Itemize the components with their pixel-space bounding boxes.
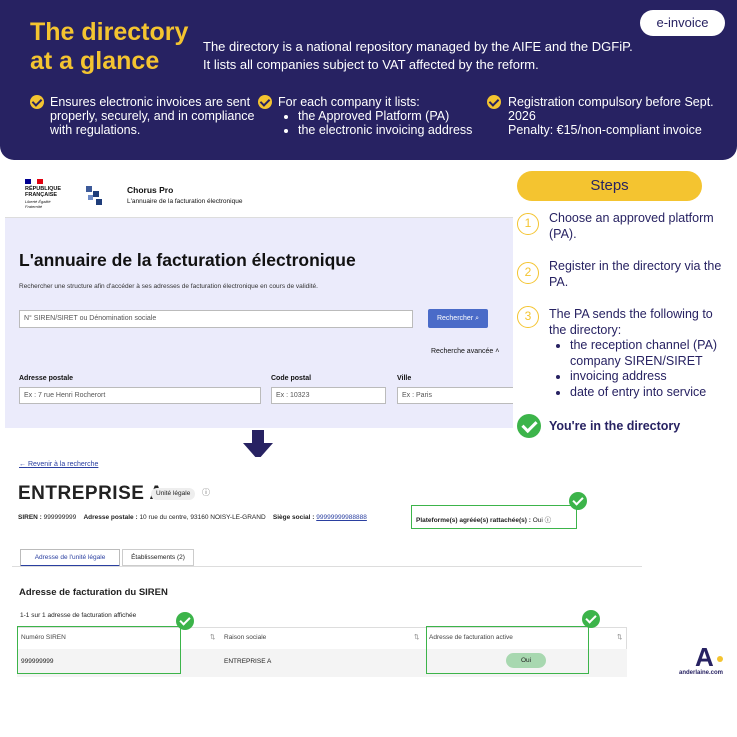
description-line-1: The directory is a national repository m… (203, 39, 633, 54)
feature-compliance: Ensures electronic invoices are sent pro… (30, 95, 255, 137)
check-circle-icon (582, 610, 600, 628)
check-circle-icon (517, 414, 541, 438)
result-count: 1-1 sur 1 adresse de facturation affiché… (20, 612, 137, 619)
siren-label: SIREN : (18, 514, 42, 521)
steps-heading: Steps (517, 171, 702, 201)
check-icon (487, 95, 501, 109)
feature-registration-line-1: Registration compulsory before Sept. 202… (508, 95, 714, 123)
sort-icon[interactable]: ⇅ (617, 634, 623, 641)
postal-code-input[interactable]: Ex : 10323 (271, 387, 386, 404)
col-name-header: Raison sociale (224, 634, 267, 641)
search-button[interactable]: Rechercher ⌕ (428, 309, 488, 328)
company-details: SIREN : 999999999 Adresse postale : 10 r… (18, 514, 367, 521)
siren-value: 999999999 (43, 514, 77, 521)
tab-establishments[interactable]: Établissements (2) (122, 549, 194, 566)
row-siren: 999999999 (21, 658, 54, 665)
step-3-number: 3 (517, 306, 539, 328)
gov-line-2: FRANÇAISE (25, 192, 58, 198)
step-1-number: 1 (517, 213, 539, 235)
platform-label: Plateforme(s) agréée(s) rattachée(s) : (416, 517, 531, 524)
brand-site: anderlaine.com (679, 670, 724, 676)
intro-text: Rechercher une structure afin d'accéder … (19, 283, 318, 290)
directory-search-screenshot: RÉPUBLIQUE FRANÇAISE Liberté Égalité Fra… (5, 172, 513, 428)
postal-address-label: Adresse postale : (83, 514, 138, 521)
directory-title: L'annuaire de la facturation électroniqu… (19, 250, 356, 270)
search-button-label: Rechercher (436, 315, 474, 322)
postal-code-label: Code postal (271, 375, 312, 382)
search-icon: ⌕ (475, 315, 480, 322)
step-2-number: 2 (517, 262, 539, 284)
row-name: ENTREPRISE A (224, 658, 272, 665)
chevron-up-icon: ˄ (495, 348, 500, 355)
seat-link[interactable]: 99999999988888 (316, 514, 367, 521)
seat-label: Siège social : (272, 514, 315, 521)
sort-icon[interactable]: ⇅ (414, 634, 420, 641)
company-name: ENTREPRISE A (18, 483, 164, 504)
feature-lists: For each company it lists: the Approved … (258, 95, 483, 137)
postal-label: Adresse postale (19, 375, 74, 382)
step-3-item: date of entry into service (570, 385, 729, 401)
tab-legal-unit[interactable]: Adresse de l'unité légale (20, 549, 120, 567)
step-2-text: Register in the directory via the PA. (549, 259, 722, 289)
sort-icon[interactable]: ⇅ (210, 634, 216, 641)
chorus-header: RÉPUBLIQUE FRANÇAISE Liberté Égalité Fra… (5, 172, 513, 218)
search-input[interactable]: N° SIREN/SIRET ou Dénomination sociale (19, 310, 413, 328)
info-icon[interactable]: ⓘ (202, 488, 210, 497)
step-3-text: The PA sends the following to the direct… (549, 307, 713, 337)
col-siren-header: Numéro SIREN (21, 634, 66, 641)
check-icon (258, 95, 272, 109)
platform-info: Plateforme(s) agréée(s) rattachée(s) : O… (416, 514, 551, 524)
company-detail-screenshot: ← Revenir à la recherche ENTREPRISE A Un… (12, 457, 642, 682)
tab-divider (12, 566, 642, 567)
arrow-down-icon (243, 430, 273, 460)
active-address-highlight (426, 626, 589, 674)
check-icon (30, 95, 44, 109)
section-title: Adresse de facturation du SIREN (19, 587, 168, 598)
marianne-flag-icon (25, 179, 43, 184)
feature-compliance-text: Ensures electronic invoices are sent pro… (50, 95, 255, 137)
platform-value: Oui (532, 517, 543, 524)
info-icon[interactable]: ⓘ (544, 517, 552, 524)
siren-highlight (17, 626, 181, 674)
feature-list-item: the Approved Platform (PA) (298, 109, 483, 123)
platform-highlight (411, 505, 577, 529)
col-active-header: Adresse de facturation active (429, 634, 513, 641)
step-3-item: the reception channel (PA) company SIREN… (570, 338, 729, 369)
step-3-item: invoicing address (570, 369, 729, 385)
header-banner (0, 0, 737, 160)
advanced-search-label: Recherche avancée (431, 348, 494, 355)
description-line-2: It lists all companies subject to VAT af… (203, 57, 539, 72)
brand-dot (717, 656, 723, 662)
brand-logo: A (695, 642, 714, 672)
city-input[interactable]: Ex : Paris (397, 387, 513, 404)
step-3: The PA sends the following to the direct… (549, 306, 729, 400)
app-name: Chorus Pro (127, 185, 174, 195)
feature-lists-title: For each company it lists: (278, 95, 420, 109)
gov-motto: Liberté Égalité Fraternité (25, 199, 51, 209)
feature-list-item: the electronic invoicing address (298, 123, 483, 137)
header-description: The directory is a national repository m… (203, 38, 683, 74)
postal-address-input[interactable]: Ex : 7 rue Henri Rocherort (19, 387, 261, 404)
check-circle-icon (569, 492, 587, 510)
city-label: Ville (397, 375, 412, 382)
check-circle-icon (176, 612, 194, 630)
e-invoice-badge: e-invoice (640, 10, 725, 36)
page-title: The directory at a glance (30, 18, 189, 75)
app-subtitle: L'annuaire de la facturation électroniqu… (127, 198, 243, 205)
chorus-logo-icon (86, 186, 102, 205)
postal-address-value: 10 rue du centre, 93160 NOISY-LE-GRAND (139, 514, 266, 521)
back-link[interactable]: ← Revenir à la recherche (19, 461, 99, 468)
done-text: You're in the directory (549, 419, 681, 433)
feature-registration-line-2: Penalty: €15/non-compliant invoice (508, 123, 702, 137)
feature-registration: Registration compulsory before Sept. 202… (487, 95, 722, 137)
advanced-search-toggle[interactable]: Recherche avancée ˄ (431, 348, 499, 355)
gov-line-1: RÉPUBLIQUE (25, 186, 62, 192)
unit-badge: Unité légale (151, 488, 196, 500)
back-link-label: Revenir à la recherche (27, 461, 99, 468)
active-status-badge: Oui (506, 653, 546, 668)
step-1-text: Choose an approved platform (PA). (549, 211, 714, 241)
